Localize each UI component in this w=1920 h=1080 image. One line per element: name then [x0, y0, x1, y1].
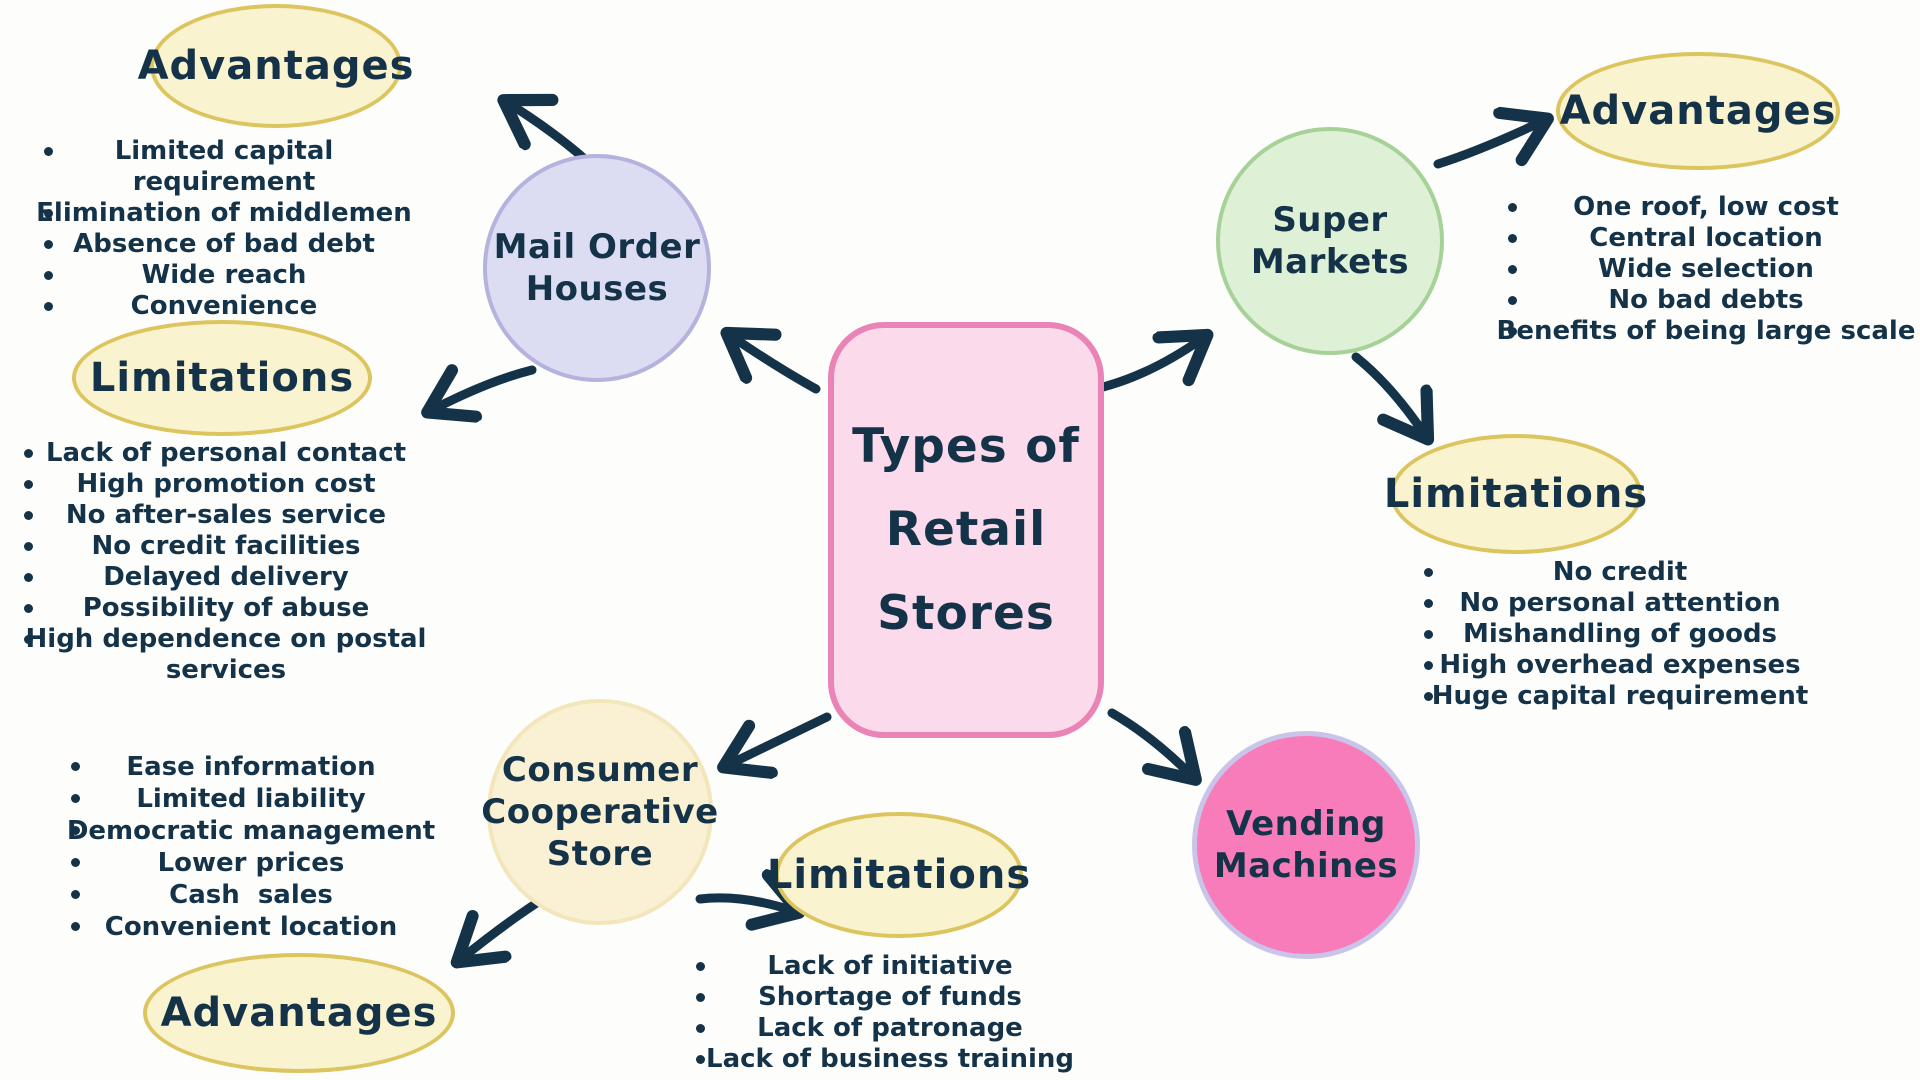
consumer-label-line1: Consumer: [501, 749, 699, 790]
arrow-center-to-mail-order-icon: [731, 336, 821, 394]
center-topic-node: Types of Retail Stores: [828, 322, 1104, 738]
list-item: Lack of patronage: [680, 1013, 1100, 1044]
list-item: High overhead expenses: [1408, 650, 1832, 681]
super-markets-limitations-list: No credit No personal attention Mishandl…: [1408, 557, 1832, 712]
arrow-super-to-advantages-icon: [1433, 121, 1543, 169]
mail-order-advantages-list: Limited capital requirement Elimination …: [28, 136, 420, 322]
list-item: Benefits of being large scale: [1492, 316, 1920, 347]
vending-label-line2: Machines: [1213, 846, 1399, 886]
consumer-label-line3: Store: [546, 834, 654, 875]
list-item: Absence of bad debt: [28, 229, 420, 260]
list-item: High promotion cost: [8, 469, 444, 500]
list-item: Possibility of abuse: [8, 593, 444, 624]
list-item: Delayed delivery: [8, 562, 444, 593]
list-item: No credit: [1408, 557, 1832, 588]
list-item: Huge capital requirement: [1408, 681, 1832, 712]
consumer-limitations-list: Lack of initiative Shortage of funds Lac…: [680, 951, 1100, 1075]
list-item: High dependence on postal services: [8, 624, 444, 686]
center-topic-line1: Types of: [852, 418, 1080, 474]
node-consumer-cooperative-store: Consumer Cooperative Store: [481, 699, 718, 925]
consumer-advantages-header: Advantages: [143, 953, 455, 1073]
list-item: No bad debts: [1492, 285, 1920, 316]
super-markets-advantages-header: Advantages: [1556, 52, 1840, 170]
list-item: Mishandling of goods: [1408, 619, 1832, 650]
center-topic-line2: Retail: [885, 502, 1047, 558]
list-item: One roof, low cost: [1492, 192, 1920, 223]
super-markets-label-line1: Super: [1272, 199, 1388, 240]
node-super-markets: Super Markets: [1216, 127, 1444, 355]
arrow-center-to-consumer-icon: [728, 712, 832, 765]
node-mail-order-houses: Mail Order Houses: [483, 154, 711, 382]
list-item: Elimination of middlemen: [28, 198, 420, 229]
list-item: Central location: [1492, 223, 1920, 254]
list-item: Lack of business training: [680, 1044, 1100, 1075]
arrow-super-to-limitations-icon: [1351, 352, 1425, 435]
consumer-label-line2: Cooperative: [481, 791, 719, 832]
list-item: Limited capital requirement: [28, 136, 420, 198]
consumer-limitations-header: Limitations: [767, 812, 1030, 938]
list-item: Shortage of funds: [680, 982, 1100, 1013]
mail-order-label-line2: Houses: [525, 269, 669, 309]
center-topic-line3: Stores: [877, 585, 1055, 641]
consumer-advantages-list: Ease information Limited liability Democ…: [55, 751, 447, 943]
arrow-mail-to-advantages-icon: [508, 103, 593, 167]
super-markets-limitations-header: Limitations: [1384, 434, 1647, 554]
list-item: Lack of initiative: [680, 951, 1100, 982]
list-item: Lack of personal contact: [8, 438, 444, 469]
super-markets-advantages-list: One roof, low cost Central location Wide…: [1492, 192, 1920, 347]
arrow-mail-to-limitations-icon: [432, 370, 537, 410]
node-vending-machines: Vending Machines: [1192, 731, 1420, 959]
arrow-center-to-super-markets-icon: [1098, 338, 1203, 392]
mail-order-label-line1: Mail Order: [493, 226, 701, 267]
list-item: No credit facilities: [8, 531, 444, 562]
mail-order-advantages-header: Advantages: [138, 4, 413, 128]
list-item: Lower prices: [55, 847, 447, 879]
list-item: No personal attention: [1408, 588, 1832, 619]
list-item: Limited liability: [55, 783, 447, 815]
arrow-consumer-to-limitations-icon: [695, 898, 794, 911]
arrow-consumer-to-advantages-icon: [461, 892, 551, 959]
vending-label-line1: Vending: [1226, 803, 1386, 844]
mail-order-limitations-header: Limitations: [72, 320, 372, 436]
list-item: Convenient location: [55, 911, 447, 943]
arrow-center-to-vending-icon: [1107, 708, 1192, 776]
list-item: No after-sales service: [8, 500, 444, 531]
list-item: Convenience: [28, 291, 420, 322]
list-item: Wide selection: [1492, 254, 1920, 285]
super-markets-label-line2: Markets: [1250, 242, 1410, 282]
mail-order-limitations-list: Lack of personal contact High promotion …: [8, 438, 444, 686]
list-item: Democratic management: [55, 815, 447, 847]
list-item: Wide reach: [28, 260, 420, 291]
list-item: Ease information: [55, 751, 447, 783]
list-item: Cash sales: [55, 879, 447, 911]
